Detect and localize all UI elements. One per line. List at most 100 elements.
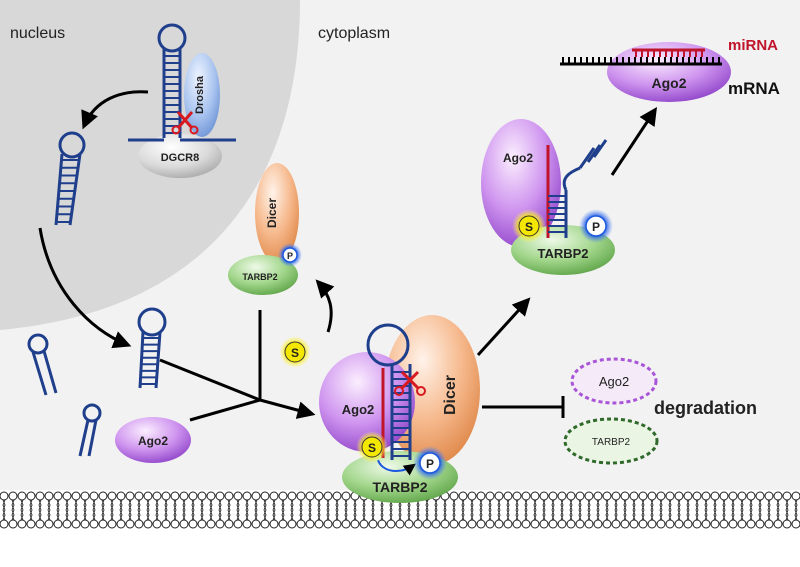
lipid-head [332, 519, 342, 529]
lipid-tail [623, 509, 627, 521]
lipid-head [17, 491, 27, 501]
lipid-head [71, 491, 81, 501]
lipid-head [179, 491, 189, 501]
lipid-tail [38, 499, 42, 511]
lipid-head [575, 519, 585, 529]
lipid-tail [713, 509, 717, 521]
lipid-tail [461, 509, 465, 521]
lipid-head [224, 491, 234, 501]
lipid-tail [101, 509, 105, 521]
lipid-tail [497, 499, 501, 511]
lipid-head [548, 519, 558, 529]
lipid-tail [371, 509, 375, 521]
lipid-tail [254, 499, 258, 511]
lipid-head [242, 491, 252, 501]
lipid-tail [2, 509, 6, 521]
lipid-tail [272, 499, 276, 511]
lipid-tail [182, 499, 186, 511]
lipid-head [674, 491, 684, 501]
lipid-tail [713, 499, 717, 511]
risc-basepairs [548, 195, 566, 233]
lipid-head [674, 519, 684, 529]
lipid-head [89, 519, 99, 529]
lipid-tail [776, 499, 780, 511]
lipid-head [107, 491, 117, 501]
lipid-tail [83, 509, 87, 521]
lipid-tail [47, 509, 51, 521]
lipid-tail [326, 509, 330, 521]
lipid-tail [434, 499, 438, 511]
lipid-head [449, 519, 459, 529]
lipid-tail [533, 499, 537, 511]
lipid-tail [785, 499, 789, 511]
lipid-tail [425, 499, 429, 511]
lipid-tail [695, 499, 699, 511]
lipid-tail [560, 509, 564, 521]
lipid-tail [290, 499, 294, 511]
lipid-head [503, 491, 513, 501]
lipid-head [98, 491, 108, 501]
small-hairpins [27, 333, 102, 457]
drosha-label: Drosha [194, 75, 206, 114]
lipid-head [323, 491, 333, 501]
lipid-head [665, 491, 675, 501]
lipid-tail [344, 499, 348, 511]
lipid-tail [218, 509, 222, 521]
lipid-tail [425, 499, 429, 511]
lipid-tail [263, 509, 267, 521]
tarbp2-degraded-label: TARBP2 [592, 437, 631, 448]
lipid-head [242, 519, 252, 529]
lipid-tail [668, 509, 672, 521]
lipid-tail [704, 499, 708, 511]
lipid-head [755, 491, 765, 501]
lipid-tail [767, 509, 771, 521]
lipid-head [782, 519, 792, 529]
rlc-complex: Dicer Ago2 TARBP2 S P [319, 315, 480, 503]
lipid-tail [146, 499, 150, 511]
lipid-tail [200, 499, 204, 511]
lipid-head [728, 491, 738, 501]
lipid-tail [443, 499, 447, 511]
lipid-tail [776, 509, 780, 521]
lipid-head [386, 519, 396, 529]
lipid-tail [695, 509, 699, 521]
lipid-tail [38, 509, 42, 521]
lipid-head [296, 519, 306, 529]
lipid-tail [164, 499, 168, 511]
lipid-head [152, 491, 162, 501]
lipid-tail [704, 509, 708, 521]
lipid-tail [326, 509, 330, 521]
lipid-tail [731, 509, 735, 521]
lipid-tail [749, 509, 753, 521]
lipid-head [341, 491, 351, 501]
lipid-head [584, 519, 594, 529]
desumoylation-arrow [315, 279, 335, 333]
lipid-tail [371, 509, 375, 521]
lipid-head [791, 491, 800, 501]
lipid-tail [416, 509, 420, 521]
lipid-tail [47, 499, 51, 511]
lipid-head [638, 519, 648, 529]
lipid-tail [614, 499, 618, 511]
lipid-tail [434, 499, 438, 511]
dicer-free [255, 163, 299, 263]
lipid-tail [110, 509, 114, 521]
rlc-basepairs [392, 371, 410, 457]
lipid-tail [128, 499, 132, 511]
lipid-tail [695, 499, 699, 511]
lipid-tail [389, 509, 393, 521]
lipid-tail [758, 509, 762, 521]
lipid-head [305, 519, 315, 529]
lipid-head [440, 519, 450, 529]
lipid-tail [452, 499, 456, 511]
lipid-tail [236, 509, 240, 521]
lipid-head [26, 491, 36, 501]
lipid-head [719, 491, 729, 501]
lipid-tail [740, 509, 744, 521]
lipid-tail [749, 499, 753, 511]
lipid-tail [281, 509, 285, 521]
lipid-tail [290, 509, 294, 521]
ago2-free-label: Ago2 [138, 434, 168, 448]
lipid-tail [641, 499, 645, 511]
lipid-tail [227, 499, 231, 511]
